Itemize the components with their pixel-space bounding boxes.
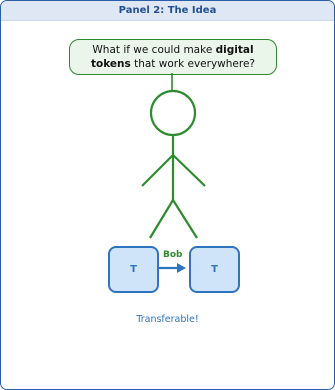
token-left: T	[108, 246, 159, 293]
token-right: T	[189, 246, 240, 293]
speech-bold-1: digital	[215, 44, 254, 56]
stick-figure-right-leg	[172, 199, 198, 239]
speech-text-2: that work everywhere?	[130, 58, 255, 70]
speech-line-2: tokens that work everywhere?	[70, 57, 276, 71]
speech-line-1: What if we could make digital	[70, 43, 276, 57]
speech-text-1: What if we could make	[92, 44, 216, 56]
stick-figure-left-arm	[141, 154, 174, 187]
token-left-label: T	[130, 264, 137, 275]
speech-bubble: What if we could make digital tokens tha…	[69, 39, 277, 75]
stick-figure-head	[149, 89, 197, 137]
panel-title: Panel 2: The Idea	[1, 1, 334, 21]
caption-transferable: Transferable!	[136, 314, 199, 325]
token-right-label: T	[211, 264, 218, 275]
stick-figure-left-leg	[149, 199, 174, 239]
stick-figure-right-arm	[172, 154, 206, 187]
transfer-arrow-label: Bob	[163, 250, 183, 260]
speech-bold-2: tokens	[90, 58, 131, 70]
transfer-arrow-head	[177, 263, 186, 273]
